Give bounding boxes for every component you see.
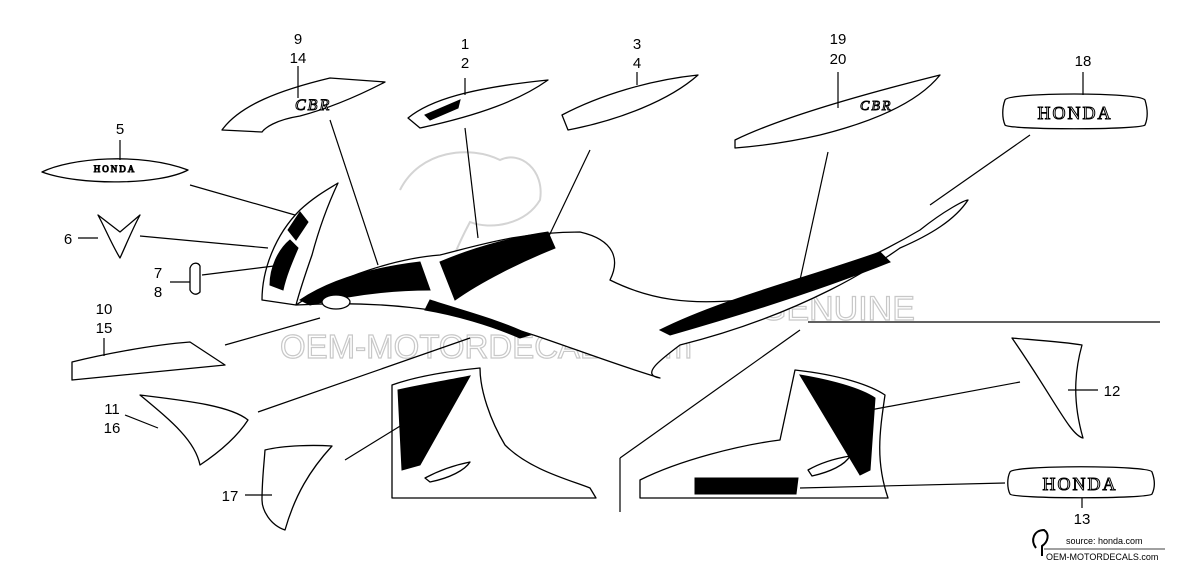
callout-11: 11: [104, 401, 120, 418]
callout-14: 14: [290, 50, 307, 67]
decal-7-8: [189, 262, 201, 295]
callout-7: 7: [154, 265, 162, 282]
decal-19-20: [734, 74, 941, 149]
lower-cowl-right-vent: [807, 455, 851, 477]
decal-17: [261, 444, 333, 531]
tank-stripe: [439, 231, 556, 301]
lower-cowl-stripe: [397, 375, 471, 471]
source-line2: OEM-MOTORDECALS.com: [1046, 552, 1158, 562]
callout-numbers: 1 2 3 4 5 6 7 8 9 14 10 15 11 16 12 13 1…: [64, 31, 1121, 528]
callout-12: 12: [1104, 383, 1121, 400]
decal-10-15: [71, 341, 226, 381]
fairing-vent: [321, 294, 351, 310]
source-line1: source: honda.com: [1066, 536, 1143, 546]
decal-9-14-logo: CBR: [295, 97, 331, 114]
decal-19-20-logo: CBR: [860, 99, 892, 114]
callout-6: 6: [64, 231, 72, 248]
upper-cowl-stripe: [269, 239, 299, 291]
decal-6: [97, 214, 141, 259]
callout-15: 15: [96, 320, 113, 337]
fairing-assembly: [261, 182, 969, 499]
decal-1-2: [407, 79, 549, 129]
decal-18-brand: HONDA: [1038, 103, 1113, 123]
callout-9: 9: [294, 31, 302, 48]
decal-18: [1002, 93, 1148, 130]
callout-16: 16: [104, 420, 121, 437]
callout-18: 18: [1075, 53, 1092, 70]
callout-3: 3: [633, 36, 641, 53]
upper-cowl-stripe-2: [287, 211, 309, 241]
callout-4: 4: [633, 55, 641, 72]
callout-5: 5: [116, 121, 124, 138]
lower-cowl-right-plate: [694, 477, 799, 495]
lower-cowl-right-stripe: [799, 374, 876, 476]
callout-1: 1: [461, 36, 469, 53]
leader-lines: [78, 66, 1160, 512]
callout-13: 13: [1074, 511, 1091, 528]
callout-8: 8: [154, 284, 162, 301]
source-bird-icon: [1032, 528, 1049, 556]
decal-9-14: [221, 77, 386, 133]
callout-17: 17: [222, 488, 239, 505]
decal-1-2-wing-icon: [424, 99, 461, 121]
callout-2: 2: [461, 55, 469, 72]
decal-5-brand: HONDA: [94, 164, 137, 174]
callout-20: 20: [830, 51, 847, 68]
source-credit: source: honda.com OEM-MOTORDECALS.com: [1032, 528, 1165, 562]
side-fairing: [295, 199, 969, 379]
watermark-bird-icon: [399, 151, 542, 301]
decal-13: [1007, 466, 1155, 499]
callout-10: 10: [96, 301, 113, 318]
fairing-stripe-mid: [424, 299, 532, 339]
decal-5: [41, 158, 189, 183]
decal-13-brand: HONDA: [1043, 474, 1118, 494]
tail-stripe: [658, 251, 891, 336]
decal-11-16: [139, 394, 249, 466]
decal-12: [1011, 337, 1084, 439]
decal-3-4: [561, 74, 699, 131]
lower-cowl-vent: [424, 461, 471, 483]
callout-19: 19: [830, 31, 847, 48]
